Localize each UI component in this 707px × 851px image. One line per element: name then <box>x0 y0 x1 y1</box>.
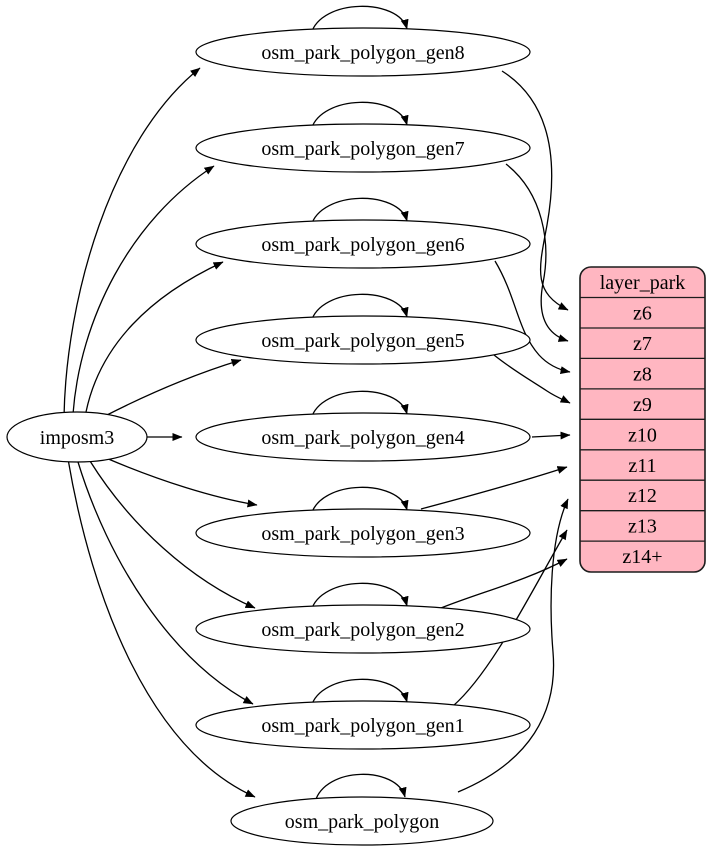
node-osm-park-polygon: osm_park_polygon <box>230 796 494 846</box>
edge-imposm3-gen6 <box>85 261 224 413</box>
self-loop-gen6 <box>310 197 409 227</box>
node-osm-park-polygon-gen5: osm_park_polygon_gen5 <box>195 315 531 365</box>
node-osm-park-polygon-gen2: osm_park_polygon_gen2 <box>195 604 531 654</box>
table-row-z6: z6 <box>633 303 652 325</box>
table-row-z12: z12 <box>628 485 657 507</box>
node-osm-park-polygon-gen6: osm_park_polygon_gen6 <box>195 219 531 269</box>
self-loop-gen1 <box>310 678 409 708</box>
gen1-ellipse <box>195 700 531 750</box>
gen5-label: osm_park_polygon_gen5 <box>261 330 464 352</box>
self-loop-gen7 <box>310 101 409 131</box>
gen6-ellipse <box>195 219 531 269</box>
osm-park-polygon-label: osm_park_polygon <box>285 811 439 833</box>
table-row-z8: z8 <box>633 363 652 385</box>
gen8-label: osm_park_polygon_gen8 <box>261 42 464 64</box>
layer-park-table: layer_park z6 z7 z8 z9 z10 z11 z12 z13 z… <box>579 266 706 573</box>
edge-gen5-z9 <box>493 354 571 404</box>
edge-imposm3-gen7 <box>72 165 215 415</box>
edges-from-imposm3 <box>63 67 258 798</box>
edge-imposm3-osm-park-polygon <box>67 458 256 798</box>
gen1-label: osm_park_polygon_gen1 <box>261 715 464 737</box>
table-row-z7: z7 <box>633 333 652 355</box>
node-osm-park-polygon-gen8: osm_park_polygon_gen8 <box>195 27 531 77</box>
edge-gen6-z8 <box>494 260 571 375</box>
gen7-ellipse <box>195 123 531 173</box>
table-row-z9: z9 <box>633 394 652 416</box>
gen5-ellipse <box>195 315 531 365</box>
self-loop-gen2 <box>310 582 409 612</box>
edge-imposm3-gen2 <box>89 460 256 609</box>
edge-gen4-z10 <box>531 431 571 440</box>
gen7-label: osm_park_polygon_gen7 <box>261 138 464 160</box>
self-loop-gen8 <box>310 5 409 35</box>
gen4-label: osm_park_polygon_gen4 <box>261 427 464 449</box>
edge-imposm3-gen1 <box>77 461 254 705</box>
edge-gen7-z7 <box>505 163 569 342</box>
gen4-ellipse <box>195 412 531 462</box>
table-row-z11: z11 <box>628 455 656 477</box>
node-osm-park-polygon-gen4: osm_park_polygon_gen4 <box>195 412 531 462</box>
table-row-z14: z14+ <box>622 546 662 568</box>
table-row-z10: z10 <box>628 424 657 446</box>
edge-gen2-z14 <box>440 558 568 609</box>
self-loop-gen3 <box>310 486 409 516</box>
self-loop-osm-park-polygon <box>314 773 407 803</box>
osm-park-polygon-ellipse <box>230 796 494 846</box>
edge-osm-park-polygon-z12 <box>457 498 569 793</box>
gen6-label: osm_park_polygon_gen6 <box>261 234 464 256</box>
gen2-label: osm_park_polygon_gen2 <box>261 619 464 641</box>
layer-park-title: layer_park <box>600 272 686 294</box>
edge-imposm3-gen8 <box>63 67 201 418</box>
self-loop-gen5 <box>310 293 409 323</box>
gen8-ellipse <box>195 27 531 77</box>
edge-gen3-z11 <box>420 466 568 510</box>
node-osm-park-polygon-gen1: osm_park_polygon_gen1 <box>195 700 531 750</box>
self-loop-gen4 <box>310 390 409 420</box>
node-osm-park-polygon-gen7: osm_park_polygon_gen7 <box>195 123 531 173</box>
edge-imposm3-gen5 <box>104 358 242 417</box>
gen2-ellipse <box>195 604 531 654</box>
edge-gen8-z6 <box>501 70 569 311</box>
imposm3-label: imposm3 <box>40 427 114 449</box>
edges-to-layer-park <box>420 70 571 793</box>
imposm3-ellipse <box>6 411 148 463</box>
gen3-ellipse <box>195 508 531 558</box>
self-loops <box>310 5 409 803</box>
node-imposm3: imposm3 <box>6 411 148 463</box>
node-osm-park-polygon-gen3: osm_park_polygon_gen3 <box>195 508 531 558</box>
table-row-z13: z13 <box>628 516 657 538</box>
gen3-label: osm_park_polygon_gen3 <box>261 523 464 545</box>
edge-imposm3-gen3 <box>105 457 258 508</box>
